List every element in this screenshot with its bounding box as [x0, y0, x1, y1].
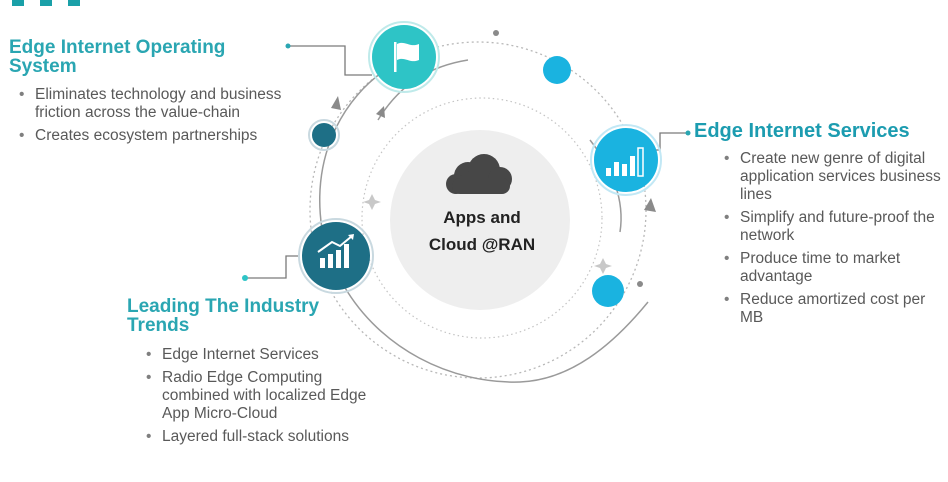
orbit-dot: [637, 281, 643, 287]
orbit-dot: [493, 30, 499, 36]
inner-orbit: [361, 97, 603, 339]
node-small: [543, 56, 571, 84]
flag-icon: [394, 42, 419, 72]
node-ring: [308, 119, 340, 151]
node-bar-chart: [594, 128, 658, 192]
list-item: Simplify and future-proof the network: [722, 209, 948, 245]
list-item: Radio Edge Computing combined with local…: [144, 369, 389, 423]
connector-top-left: [290, 45, 372, 76]
connector-dot: [242, 275, 248, 281]
heading-operating-system: Edge Internet Operating System: [9, 37, 226, 77]
arrowhead: [376, 106, 385, 118]
bar-chart-icon: [606, 147, 644, 177]
cycle-arc-bottom: [343, 285, 649, 383]
connector-dot: [685, 130, 691, 136]
center-disc: [390, 130, 570, 310]
node-small-dark: [312, 123, 336, 147]
list-item: Creates ecosystem partnerships: [17, 127, 287, 145]
node-ring: [590, 124, 662, 196]
bullets-operating-system: Eliminates technology and business frict…: [17, 86, 287, 150]
list-item: Reduce amortized cost per MB: [722, 291, 948, 327]
list-item: Produce time to market advantage: [722, 250, 948, 286]
heading-edge-internet-services: Edge Internet Services: [694, 120, 910, 142]
bullets-edge-internet-services: Create new genre of digital application …: [722, 150, 948, 332]
corner-logo-fragment: [12, 0, 102, 8]
sparkle-icon: [363, 194, 381, 210]
list-item: Layered full-stack solutions: [144, 428, 389, 446]
node-ring: [368, 21, 440, 93]
center-label: Apps and Cloud @RAN: [394, 204, 570, 258]
bullets-industry-trends: Edge Internet Services Radio Edge Comput…: [144, 346, 389, 451]
center-label-line1: Apps and: [443, 208, 521, 227]
arrowhead: [331, 96, 341, 110]
center-label-line2: Cloud @RAN: [428, 235, 536, 254]
arrowhead: [644, 198, 656, 212]
growth-chart-icon: [317, 234, 354, 268]
node-small: [592, 275, 624, 307]
cloud-icon: [446, 154, 512, 194]
heading-industry-trends: Leading The Industry Trends: [127, 296, 320, 336]
sparkle-icon: [594, 258, 612, 274]
connector-bottom-left: [246, 255, 300, 279]
list-item: Eliminates technology and business frict…: [17, 86, 287, 122]
connector-dot: [285, 43, 291, 49]
list-item: Edge Internet Services: [144, 346, 389, 364]
list-item: Create new genre of digital application …: [722, 150, 948, 204]
node-ring: [298, 218, 374, 294]
